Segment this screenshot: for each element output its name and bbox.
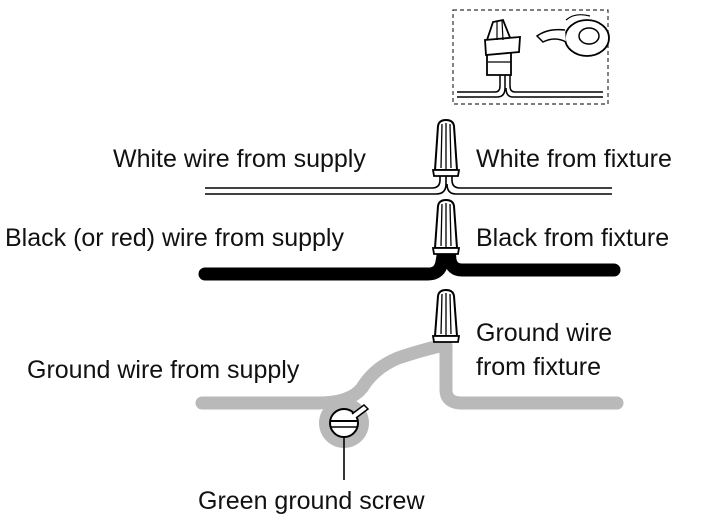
ground-fixture-label-line2: from fixture <box>476 353 602 381</box>
taped-connector-inset <box>452 9 610 105</box>
electrical-tape-icon <box>535 14 610 57</box>
ground-screw-icon <box>319 398 370 480</box>
black-fixture-label: Black from fixture <box>476 224 670 252</box>
white-supply-label: White wire from supply <box>113 145 366 173</box>
taped-wire-nut-icon <box>457 18 603 98</box>
white-wire <box>205 173 612 195</box>
ground-fixture-label-line1: Ground wire <box>476 319 613 347</box>
black-supply-label: Black (or red) wire from supply <box>5 224 344 252</box>
inset-frame <box>452 9 609 105</box>
wire-nut-icon <box>431 198 461 255</box>
white-fixture-label: White from fixture <box>476 145 672 173</box>
green-screw-label: Green ground screw <box>198 487 425 515</box>
wire-nut-icon <box>431 288 461 343</box>
wire-nut-icon <box>431 118 461 177</box>
black-wire <box>198 243 621 281</box>
ground-supply-label: Ground wire from supply <box>27 356 300 384</box>
